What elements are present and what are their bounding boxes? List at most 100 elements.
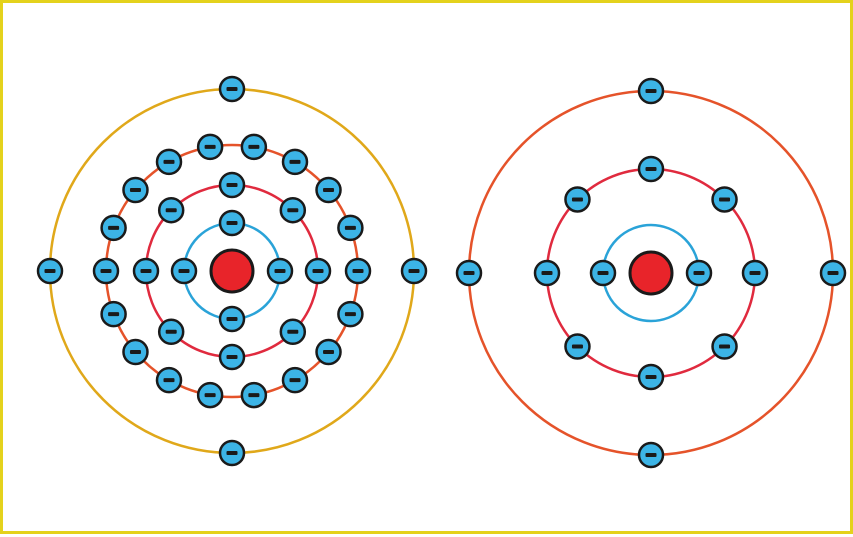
minus-sign-icon [645, 453, 657, 457]
minus-sign-icon [344, 312, 356, 317]
electron [132, 257, 160, 285]
left-atom [36, 75, 428, 467]
minus-sign-icon [289, 378, 301, 383]
minus-sign-icon [645, 89, 657, 93]
minus-sign-icon [541, 271, 553, 275]
minus-sign-icon [312, 269, 324, 273]
electron [344, 257, 372, 285]
minus-sign-icon [165, 329, 177, 334]
electron [157, 196, 185, 224]
minus-sign-icon [463, 271, 475, 275]
electron [281, 148, 309, 176]
electron [218, 305, 246, 333]
electron [155, 366, 183, 394]
electron [36, 257, 64, 285]
minus-sign-icon [248, 393, 260, 398]
atom-diagram [36, 75, 847, 469]
minus-sign-icon [226, 87, 238, 91]
electron [240, 133, 268, 161]
electron [122, 176, 149, 204]
electron [266, 257, 294, 285]
minus-sign-icon [597, 271, 609, 275]
electron [218, 75, 246, 103]
electron [100, 214, 127, 242]
electron [196, 381, 224, 409]
minus-sign-icon [352, 269, 364, 273]
electron [589, 259, 617, 287]
electron [685, 259, 713, 287]
minus-sign-icon [827, 271, 839, 275]
electron [92, 257, 120, 285]
minus-sign-icon [226, 355, 238, 359]
electron [315, 176, 342, 204]
minus-sign-icon [163, 378, 175, 383]
minus-sign-icon [323, 349, 335, 354]
minus-sign-icon [226, 183, 238, 187]
electron [637, 441, 665, 469]
minus-sign-icon [226, 221, 238, 225]
minus-sign-icon [178, 269, 190, 273]
minus-sign-icon [226, 317, 238, 321]
electron [218, 343, 246, 371]
minus-sign-icon [693, 271, 705, 275]
electron [155, 148, 183, 176]
minus-sign-icon [645, 167, 657, 171]
minus-sign-icon [408, 269, 420, 273]
minus-sign-icon [344, 225, 356, 230]
minus-sign-icon [163, 159, 175, 164]
right-atom [455, 77, 847, 469]
electron [637, 363, 665, 391]
electron [455, 259, 483, 287]
electron [564, 333, 591, 360]
electron [741, 259, 769, 287]
electron [218, 209, 246, 237]
electron [337, 214, 364, 242]
electron [240, 381, 268, 409]
electron [637, 77, 665, 105]
electron [100, 300, 127, 328]
minus-sign-icon [226, 451, 238, 455]
minus-sign-icon [287, 329, 299, 334]
electron [279, 196, 307, 224]
electron [711, 186, 738, 213]
minus-sign-icon [719, 344, 731, 349]
minus-sign-icon [108, 225, 120, 230]
electron [281, 366, 309, 394]
electron [218, 439, 246, 467]
electron [400, 257, 428, 285]
electron [564, 186, 591, 213]
electron [304, 257, 332, 285]
nucleus [209, 248, 255, 294]
electron [819, 259, 847, 287]
electron [533, 259, 561, 287]
minus-sign-icon [100, 269, 112, 273]
electron [711, 333, 738, 360]
minus-sign-icon [287, 208, 299, 213]
electron [218, 171, 246, 199]
minus-sign-icon [248, 144, 260, 149]
electron [337, 300, 364, 328]
minus-sign-icon [108, 312, 120, 317]
electron [122, 338, 149, 366]
minus-sign-icon [165, 208, 177, 213]
minus-sign-icon [323, 188, 335, 193]
electron [170, 257, 198, 285]
minus-sign-icon [129, 188, 141, 193]
minus-sign-icon [571, 344, 583, 349]
electron [637, 155, 665, 183]
minus-sign-icon [274, 269, 286, 273]
nucleus [628, 250, 674, 296]
minus-sign-icon [204, 393, 216, 398]
electron [157, 318, 185, 346]
minus-sign-icon [140, 269, 152, 273]
minus-sign-icon [44, 269, 56, 273]
minus-sign-icon [289, 159, 301, 164]
minus-sign-icon [749, 271, 761, 275]
minus-sign-icon [645, 375, 657, 379]
minus-sign-icon [204, 144, 216, 149]
electron [196, 133, 224, 161]
minus-sign-icon [129, 349, 141, 354]
minus-sign-icon [719, 197, 731, 202]
electron [315, 338, 342, 366]
